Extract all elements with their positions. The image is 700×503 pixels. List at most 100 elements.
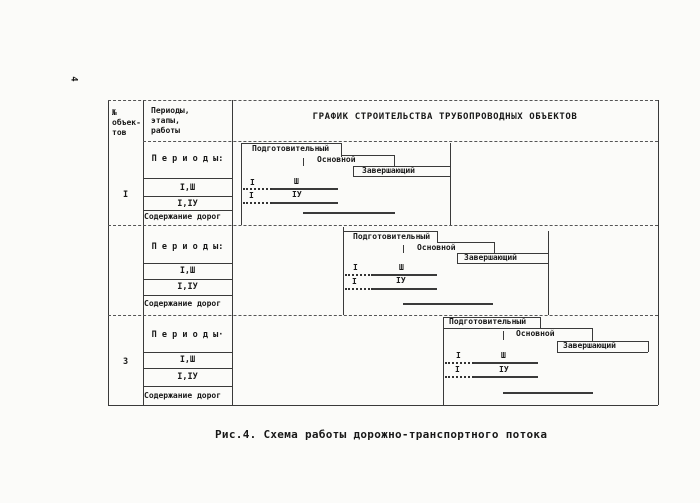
flow-line-start-label: I	[250, 178, 255, 187]
col2-header-line: Периоды,	[151, 106, 190, 115]
flow-line-solid	[373, 274, 437, 276]
cell-rule	[143, 279, 232, 280]
cell-rule	[143, 352, 232, 353]
flow-line-start-label: I	[455, 365, 460, 374]
col2-header: Периоды, этапы, работы	[151, 106, 190, 136]
cell-rule	[143, 295, 232, 296]
period-cell: I,IУ	[177, 199, 198, 209]
flow-line-solid	[272, 202, 338, 204]
flow-line-label: IУ	[499, 365, 509, 374]
main-bar-bracket	[503, 331, 504, 340]
periods-label: П е р и о д ы:	[151, 154, 224, 164]
period-cell: I,IУ	[177, 282, 198, 292]
table-border-right	[658, 100, 659, 405]
period-cell: I,IУ	[177, 372, 198, 382]
cell-rule	[143, 196, 232, 197]
main-bar-bracket	[403, 245, 404, 253]
cell-rule	[143, 386, 232, 387]
prep-bar-line	[341, 143, 342, 157]
flow-line-solid	[474, 376, 538, 378]
col1-header-line: объек-	[112, 118, 141, 127]
flow-line-dotted	[243, 188, 272, 190]
flow-line-start-label: I	[249, 191, 254, 200]
main-bar-line	[592, 328, 593, 341]
roads-cell: Содержание дорог	[144, 299, 222, 308]
roads-cell: Содержание дорог	[144, 391, 222, 400]
main-bar-bracket	[303, 158, 304, 166]
figure-caption: Рис.4. Схема работы дорожно-транспортног…	[215, 428, 548, 441]
prep-bar-line	[540, 317, 541, 328]
final-bar-line	[648, 341, 649, 352]
final-bar-line	[557, 341, 648, 342]
flow-line-label: Ш	[501, 351, 506, 360]
final-bar-line	[353, 176, 450, 177]
flow-line-dotted	[445, 376, 474, 378]
flow-line-label: IУ	[396, 276, 406, 285]
cell-rule	[143, 178, 232, 179]
prep-bar-label: Подготовительный	[449, 317, 527, 326]
prep-bar-label: Подготовительный	[353, 232, 431, 241]
section-boundary-line	[443, 317, 444, 405]
final-bar-line	[557, 352, 648, 353]
object-number: I	[122, 190, 129, 200]
block-separator-line	[108, 225, 658, 226]
flow-line-dotted	[345, 274, 373, 276]
main-bar-line	[341, 155, 394, 156]
flow-line-dotted	[243, 202, 272, 204]
flow-line-solid	[474, 362, 538, 364]
period-cell: I,Ш	[179, 355, 196, 365]
table-divider-col2	[232, 100, 233, 405]
block-separator-line	[108, 315, 658, 316]
chart-title: ГРАФИК СТРОИТЕЛЬСТВА ТРУБОПРОВОДНЫХ ОБЪЕ…	[312, 112, 578, 122]
flow-line-solid	[373, 288, 437, 290]
prep-bar-line	[443, 328, 540, 329]
table-border-top	[108, 100, 658, 101]
roads-flow-line	[303, 212, 395, 214]
flow-line-start-label: I	[353, 263, 358, 272]
final-bar-label: Завершающий	[362, 166, 415, 175]
main-bar-line	[540, 328, 592, 329]
col1-header: № объек- тов	[112, 108, 141, 138]
prep-bar-label: Подготовительный	[252, 144, 330, 153]
object-number: 3	[122, 357, 129, 367]
flow-line-dotted	[345, 288, 373, 290]
cell-rule	[143, 210, 232, 211]
final-bar-line	[457, 253, 458, 263]
roads-cell: Содержание дорог	[144, 212, 222, 221]
flow-line-label: Ш	[399, 263, 404, 272]
final-bar-label: Завершающий	[464, 253, 517, 262]
col1-header-line: №	[112, 108, 117, 117]
final-bar-label: Завершающий	[563, 341, 616, 350]
cell-rule	[143, 368, 232, 369]
final-bar-line	[557, 341, 558, 352]
flow-line-label: IУ	[292, 190, 302, 199]
header-separator-line	[143, 141, 658, 142]
col1-header-line: тов	[112, 128, 127, 137]
main-bar-label: Основной	[317, 155, 356, 164]
roads-flow-line	[403, 303, 493, 305]
table-divider-col1	[143, 100, 144, 405]
section-boundary-line	[343, 227, 344, 315]
main-bar-label: Основной	[417, 243, 456, 252]
period-cell: I,Ш	[179, 183, 196, 193]
cell-rule	[143, 263, 232, 264]
main-bar-line	[494, 242, 495, 253]
final-bar-line	[457, 263, 548, 264]
prep-bar-line	[241, 143, 341, 144]
main-bar-label: Основной	[516, 329, 555, 338]
prep-bar-line	[343, 231, 437, 232]
prep-bar-line	[443, 317, 540, 318]
final-bar-line	[457, 253, 548, 254]
flow-line-start-label: I	[456, 351, 461, 360]
col2-header-line: этапы,	[151, 116, 180, 125]
main-bar-line	[394, 155, 395, 166]
final-bar-line	[353, 166, 354, 176]
flow-line-label: Ш	[294, 177, 299, 186]
col2-header-line: работы	[151, 126, 180, 135]
table-border-bottom	[108, 405, 658, 406]
section-boundary-line	[548, 231, 549, 315]
page-number: 4	[68, 76, 79, 82]
table-border-left	[108, 100, 109, 405]
period-cell: I,Ш	[179, 266, 196, 276]
